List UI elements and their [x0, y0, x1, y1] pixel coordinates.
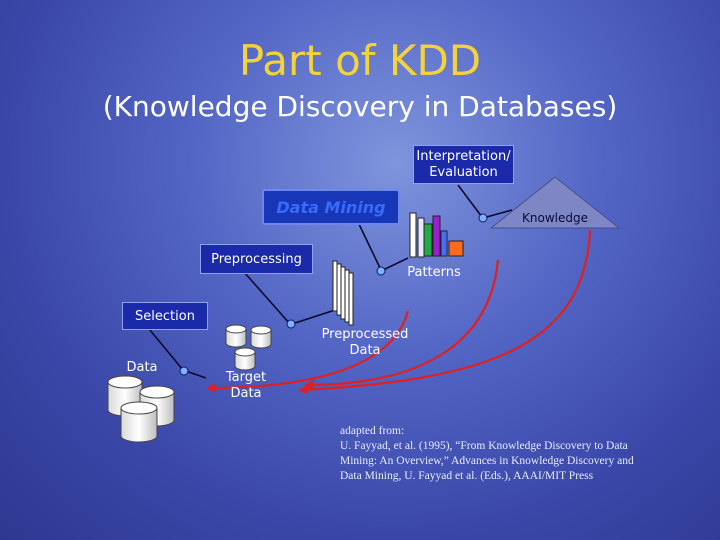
preprocessing-box: Preprocessing — [200, 244, 313, 274]
credit-line-3: Mining: An Overview,” Advances in Knowle… — [340, 455, 634, 467]
bar-pattern-icon — [409, 212, 464, 258]
target-data-cylinders-icon — [225, 324, 272, 371]
page-subtitle: (Knowledge Discovery in Databases) — [102, 90, 618, 123]
preprocessing-label: Preprocessing — [211, 252, 302, 267]
page-title: Part of KDD — [238, 36, 482, 85]
knowledge-triangle-icon — [489, 176, 621, 229]
target-data-label: Target Data — [225, 370, 267, 401]
data-mining-label: Data Mining — [276, 198, 386, 217]
selection-box: Selection — [122, 302, 208, 330]
interpretation-evaluation-box: Interpretation/ Evaluation — [413, 145, 514, 184]
source-credit: adapted from: U. Fayyad, et al. (1995), … — [340, 424, 670, 484]
credit-line-2: U. Fayyad, et al. (1995), “From Knowledg… — [340, 440, 628, 452]
credit-line-1: adapted from: — [340, 425, 405, 437]
pattern-stack-icon — [332, 260, 354, 326]
patterns-label: Patterns — [407, 265, 461, 280]
data-mining-box: Data Mining — [262, 189, 400, 225]
feedback-arrows — [206, 229, 592, 395]
database-cylinder-icon — [107, 375, 175, 443]
selection-label: Selection — [135, 309, 195, 324]
connector-dots — [179, 213, 488, 376]
connector-lines — [144, 184, 513, 379]
credit-line-4: Data Mining, U. Fayyad et al. (Eds.), AA… — [340, 470, 594, 482]
data-label: Data — [126, 360, 158, 375]
interpretation-evaluation-label: Interpretation/ Evaluation — [416, 149, 511, 180]
preprocessed-data-label: Preprocessed Data — [321, 327, 409, 358]
knowledge-label: Knowledge — [522, 211, 588, 225]
